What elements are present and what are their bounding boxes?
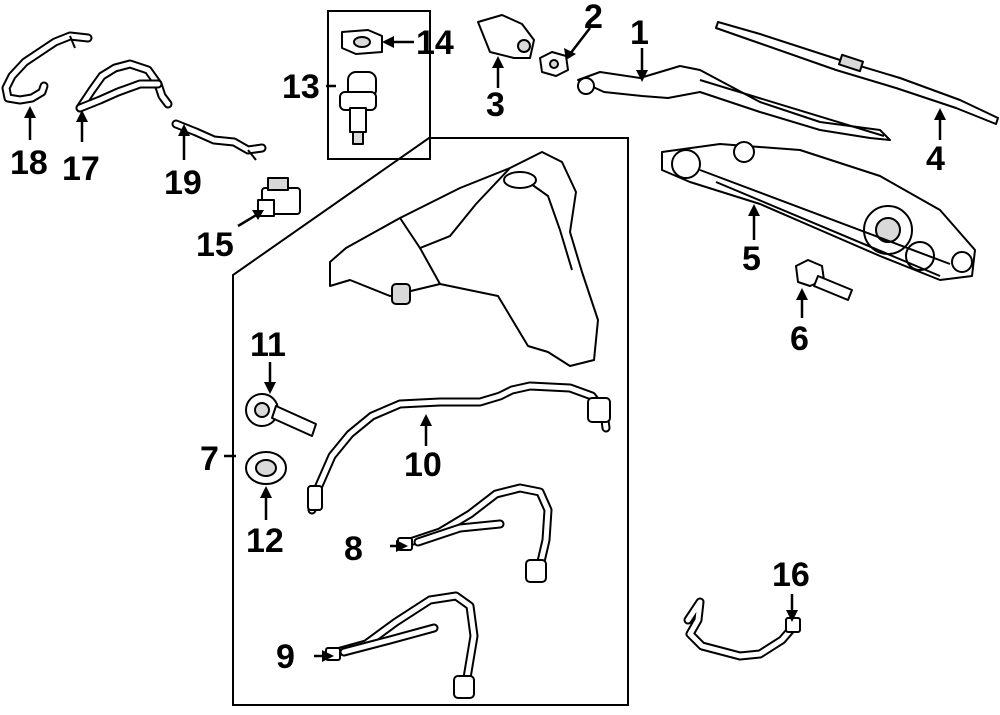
part-10-hose[interactable]	[307, 381, 611, 515]
part-8-nozzle-hose[interactable]	[397, 483, 553, 583]
callout-19: 19	[164, 164, 202, 202]
callout-2: 2	[584, 0, 603, 36]
part-16-hose[interactable]	[683, 597, 801, 661]
callout-8: 8	[344, 530, 363, 568]
part-14-grommet[interactable]	[341, 29, 383, 55]
part-12-grommet[interactable]	[245, 451, 287, 485]
part-4-wiper-blade[interactable]	[715, 21, 999, 125]
leader-lines	[24, 27, 946, 662]
washer-reservoir[interactable]	[329, 151, 599, 367]
callout-11: 11	[250, 326, 286, 364]
part-2-nut[interactable]	[539, 51, 569, 77]
callout-7: 7	[200, 440, 219, 478]
callout-12: 12	[246, 522, 284, 560]
callout-4: 4	[926, 140, 945, 178]
part-3-cap[interactable]	[477, 14, 535, 59]
callout-10: 10	[404, 446, 442, 484]
part-5-wiper-motor-linkage[interactable]	[661, 141, 976, 281]
part-6-bolt[interactable]	[795, 259, 853, 301]
callout-3: 3	[486, 86, 505, 124]
part-15-connector[interactable]	[257, 177, 301, 217]
reservoir-group-box-7	[232, 137, 629, 706]
callout-1: 1	[630, 14, 649, 52]
callout-6: 6	[790, 320, 809, 358]
part-1-wiper-arm[interactable]	[577, 65, 891, 141]
part-17-hose[interactable]	[75, 59, 173, 113]
callout-5: 5	[742, 240, 761, 278]
part-11-bolt[interactable]	[245, 393, 317, 437]
callout-13: 13	[282, 68, 320, 106]
part-13-pump[interactable]	[339, 71, 377, 145]
callout-14: 14	[416, 24, 454, 62]
callout-16: 16	[772, 556, 810, 594]
part-19-hose[interactable]	[171, 119, 267, 161]
callout-15: 15	[196, 226, 234, 264]
callout-17: 17	[62, 150, 100, 188]
callout-9: 9	[276, 638, 295, 676]
part-9-nozzle-hose[interactable]	[325, 591, 479, 699]
callout-18: 18	[10, 144, 48, 182]
part-18-hose[interactable]	[1, 31, 93, 105]
